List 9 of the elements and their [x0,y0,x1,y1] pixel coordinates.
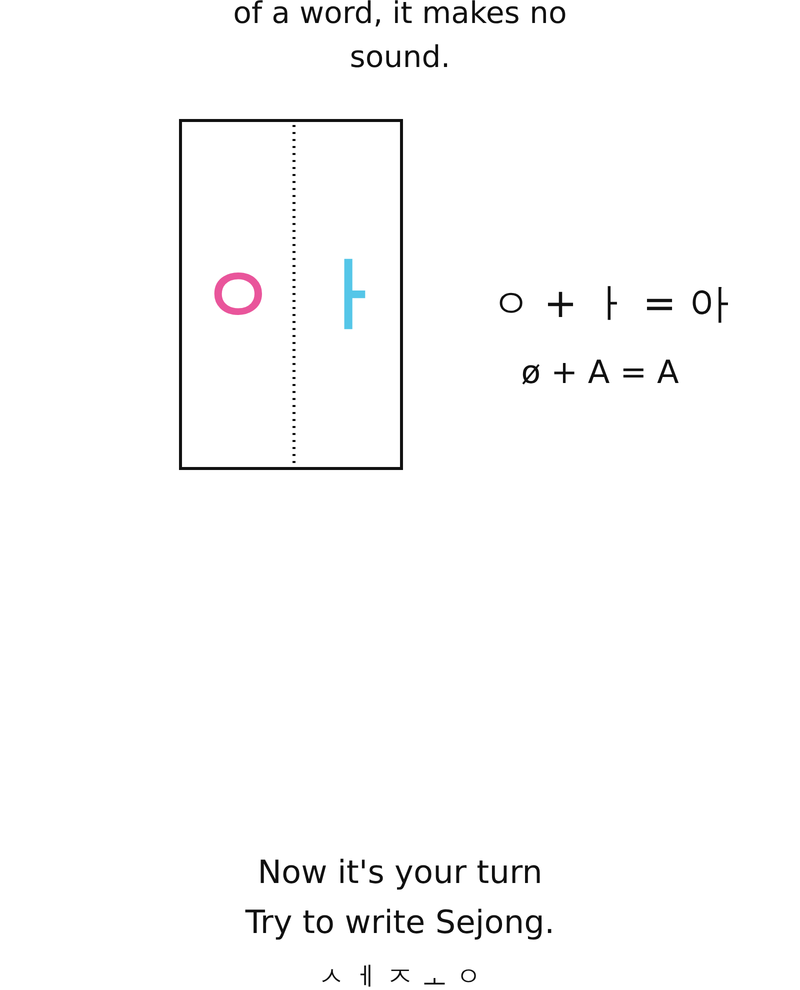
caption-text: Now it's your turn [256,852,544,893]
jamo-letter: ㅏ [309,250,391,340]
caption-text: Try to write Sejong. [244,902,556,943]
syllable-block [179,119,403,470]
caption-text: of a word, it makes no sound. [232,0,568,77]
caption-text: ㅅ ㅔ ㅈ ㅗ ㅇ [317,961,483,990]
equation-text: ㅇ + ㅏ = 아 [490,282,730,326]
equation-text: ø + A = A [520,352,680,393]
jamo-letter: ㅇ [197,250,279,340]
